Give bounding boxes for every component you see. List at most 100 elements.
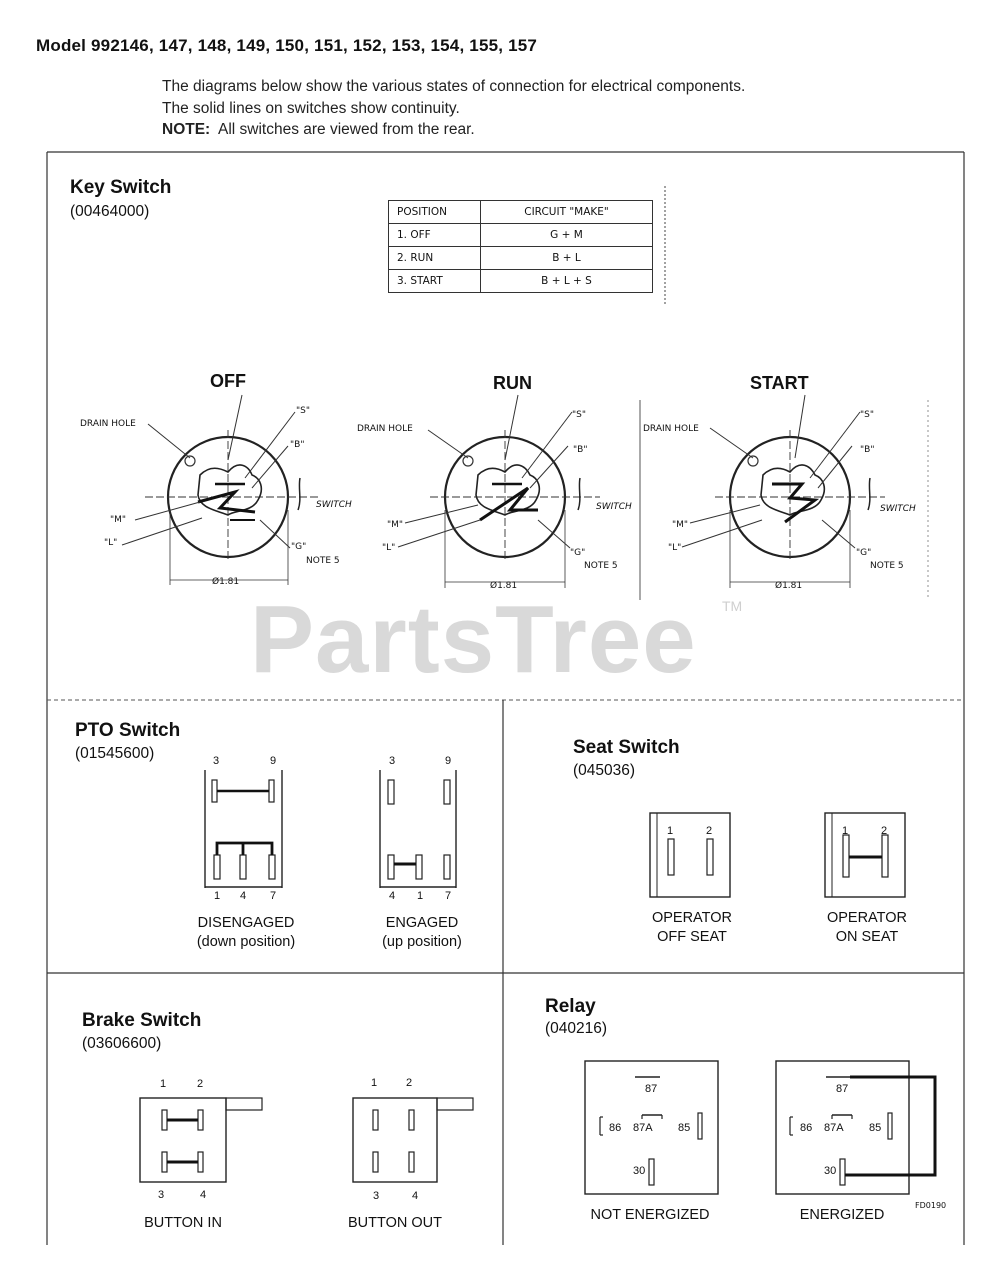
note-label: NOTE 5 [870, 561, 904, 571]
key-switch-diagrams [121, 394, 929, 600]
reference-code: FD0190 [915, 1201, 947, 1210]
seat-off-seat [649, 812, 731, 898]
intro-line-2: The solid lines on switches show continu… [162, 100, 460, 117]
table-cell: 3. START [388, 269, 481, 293]
caption-line: OFF SEAT [657, 929, 727, 945]
relay-diagrams [584, 1060, 937, 1195]
caption-line: OPERATOR [651, 910, 733, 926]
caption-line: DISENGAGED [197, 915, 295, 931]
pto-pin-label: 3 [389, 755, 396, 767]
brake-pin-label: 2 [197, 1078, 204, 1090]
pto-pin-label: 9 [445, 755, 452, 767]
note-label: NOTE: [162, 121, 211, 138]
pto-engaged-caption: ENGAGED (up position) [352, 914, 492, 952]
brake-pin-label: 3 [373, 1190, 380, 1202]
pto-switch-part: (01545600) [75, 745, 155, 762]
pto-disengaged [204, 770, 283, 888]
table-row: 3. START B + L + S [388, 269, 653, 293]
seat-off-caption: OPERATOR OFF SEAT [622, 909, 762, 947]
g-label: "G" [856, 548, 872, 558]
switch-label: SWITCH [880, 504, 916, 514]
state-run-label: RUN [493, 373, 532, 393]
dim-label: Ø1.81 [212, 577, 240, 587]
pto-pin-label: 3 [213, 755, 220, 767]
l-label: "L" [104, 538, 118, 548]
drain-hole-label: DRAIN HOLE [80, 419, 136, 429]
brake-pin-label: 4 [200, 1189, 207, 1201]
brake-pin-label: 4 [412, 1190, 419, 1202]
page-title: Model 992146, 147, 148, 149, 150, 151, 1… [36, 36, 538, 55]
drain-hole-label: DRAIN HOLE [357, 424, 413, 434]
g-label: "G" [291, 542, 307, 552]
dim-label: Ø1.81 [490, 581, 518, 591]
watermark-tm: TM [722, 598, 743, 614]
pto-switch-diagrams [204, 770, 457, 888]
brake-switch-title: Brake Switch [82, 1010, 202, 1031]
brake-in-caption: BUTTON IN [144, 1215, 222, 1231]
relay-not-energized-caption: NOT ENERGIZED [590, 1207, 710, 1223]
seat-switch-part: (045036) [573, 762, 636, 779]
drain-hole-label: DRAIN HOLE [643, 424, 699, 434]
intro-note: NOTE: All switches are viewed from the r… [162, 121, 475, 139]
seat-on-caption: OPERATOR ON SEAT [797, 909, 937, 947]
seat-pin-label: 1 [667, 825, 674, 837]
g-label: "G" [570, 548, 586, 558]
l-label: "L" [382, 543, 396, 553]
brake-button-in [139, 1097, 263, 1183]
pto-pin-label: 9 [270, 755, 277, 767]
s-label: "S" [572, 410, 586, 420]
intro-line-1: The diagrams below show the various stat… [162, 78, 746, 95]
key-switch-title: Key Switch [70, 177, 172, 198]
seat-switch-diagrams [649, 812, 906, 898]
seat-switch-title: Seat Switch [573, 737, 680, 758]
note-label: NOTE 5 [584, 561, 618, 571]
l-label: "L" [668, 543, 682, 553]
state-start-label: START [750, 373, 809, 393]
relay-pin-label: 30 [633, 1165, 646, 1177]
brake-switch-part: (03606600) [82, 1035, 162, 1052]
relay-pin-label: 87A [824, 1122, 844, 1134]
caption-line: OPERATOR [826, 910, 908, 926]
brake-pin-label: 1 [160, 1078, 167, 1090]
b-label: "B" [573, 445, 588, 455]
pto-switch-title: PTO Switch [75, 720, 181, 741]
brake-switch-diagrams [139, 1097, 474, 1183]
pto-pin-label: 7 [270, 890, 277, 902]
seat-pin-label: 1 [842, 825, 849, 837]
m-label: "M" [672, 520, 689, 530]
table-cell: B + L [480, 246, 653, 270]
switch-label: SWITCH [316, 500, 352, 510]
caption-line: (down position) [196, 934, 296, 950]
seat-pin-label: 2 [706, 825, 713, 837]
relay-pin-label: 87 [645, 1083, 658, 1095]
key-switch-part: (00464000) [70, 203, 150, 220]
relay-pin-label: 30 [824, 1165, 837, 1177]
relay-pin-label: 85 [869, 1122, 882, 1134]
brake-pin-label: 2 [406, 1077, 413, 1089]
b-label: "B" [860, 445, 875, 455]
key-switch-run [397, 394, 600, 588]
brake-pin-label: 1 [371, 1077, 378, 1089]
note-text: All switches are viewed from the rear. [217, 121, 475, 138]
caption-line: ENGAGED [385, 915, 459, 931]
s-label: "S" [296, 406, 310, 416]
relay-title: Relay [545, 996, 596, 1017]
pto-disengaged-caption: DISENGAGED (down position) [176, 914, 316, 952]
table-edge [664, 186, 666, 305]
key-switch-position-table: POSITION CIRCUIT "MAKE" 1. OFF G + M 2. … [388, 200, 653, 293]
brake-button-out [352, 1097, 474, 1183]
watermark: PartsTree [250, 586, 697, 693]
relay-pin-label: 86 [800, 1122, 813, 1134]
relay-energized-caption: ENERGIZED [799, 1207, 885, 1223]
relay-pin-label: 87A [633, 1122, 653, 1134]
pto-pin-label: 4 [389, 890, 396, 902]
pto-pin-label: 1 [417, 890, 424, 902]
key-switch-start [681, 394, 885, 588]
caption-line: (up position) [382, 934, 462, 950]
dim-label: Ø1.81 [775, 581, 803, 591]
brake-out-caption: BUTTON OUT [348, 1215, 442, 1231]
brake-pin-label: 3 [158, 1189, 165, 1201]
seat-on-seat [824, 812, 906, 898]
s-label: "S" [860, 410, 874, 420]
